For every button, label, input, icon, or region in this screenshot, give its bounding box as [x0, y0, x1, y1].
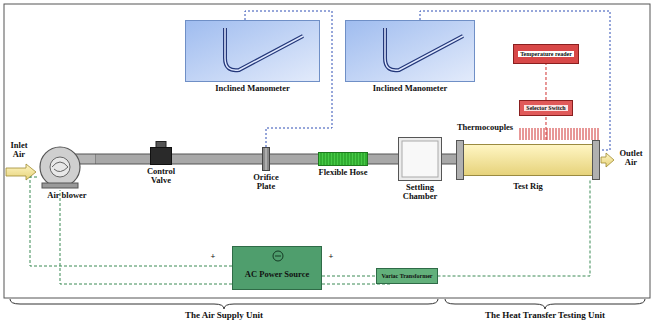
power-wire	[30, 177, 232, 266]
temperature-reader: Temperature reader	[513, 44, 579, 64]
power-source-shape: AC Power Source	[232, 246, 322, 290]
transformer-shape: Variac Transformer	[376, 268, 437, 284]
part-label: Inclined Manometer	[345, 84, 475, 93]
box-label: Variac Transformer	[381, 273, 432, 280]
outlet-arrow	[601, 153, 614, 167]
part-label: Orifice Plate	[248, 173, 284, 192]
part-label: Test Rig	[456, 182, 600, 191]
air-pipe	[442, 155, 456, 164]
control-valve-shape	[150, 141, 172, 165]
orifice-plate: Orifice Plate	[248, 147, 284, 192]
inclined-manometer: Inclined Manometer	[185, 20, 320, 93]
flexible-hose: Flexible Hose	[312, 152, 374, 177]
box-label: AC Power Source	[245, 270, 309, 279]
settling-chamber: Settling Chamber	[397, 137, 443, 202]
part-label: Air blower	[37, 191, 97, 200]
signal-wire	[545, 116, 546, 140]
part-label: Flexible Hose	[312, 168, 374, 177]
pipe-outline	[270, 154, 318, 165]
inlet-arrow	[6, 164, 36, 180]
part-label: Settling Chamber	[397, 183, 443, 202]
section-brace	[445, 299, 645, 309]
polarity-sign: +	[208, 252, 218, 261]
flow-label: Inlet Air	[4, 141, 34, 160]
part-label: Inclined Manometer	[185, 84, 320, 93]
air-pipe	[368, 155, 398, 164]
selector-switch-shape: Selector Switch	[519, 100, 572, 116]
settling-chamber-shape	[398, 137, 442, 181]
thermocouple-wires	[520, 128, 598, 140]
pipe-outline	[96, 154, 150, 165]
section-brace	[10, 299, 438, 309]
power-wire	[438, 180, 590, 276]
box-label: Temperature reader	[518, 51, 574, 58]
part-label: Thermocouples	[452, 123, 518, 132]
section-label: The Heat Transfer Testing Unit	[445, 311, 645, 321]
air-pipe	[96, 155, 150, 164]
test-rig: Test Rig	[456, 140, 600, 191]
polarity-sign: +	[326, 252, 336, 261]
selector-switch: Selector Switch	[519, 100, 572, 116]
flexible-hose-shape	[318, 152, 368, 166]
power-wire	[322, 276, 376, 277]
transformer: Variac Transformer	[376, 268, 437, 284]
temperature-reader-shape: Temperature reader	[513, 44, 579, 64]
pipe-outline	[442, 154, 456, 165]
part-label: Control Valve	[142, 167, 180, 186]
power-source: AC Power Source	[232, 246, 322, 290]
flow-label: Outlet Air	[616, 149, 646, 168]
section-label: The Air Supply Unit	[124, 311, 324, 321]
inclined-manometer-shape	[345, 20, 475, 82]
signal-wire	[545, 64, 546, 100]
air-blower-shape	[38, 143, 96, 189]
air-blower: Air blower	[37, 143, 97, 200]
pipe-outline	[368, 154, 398, 165]
inclined-manometer: Inclined Manometer	[345, 20, 475, 93]
second-supply-wire	[60, 190, 392, 284]
pipe-outline	[172, 154, 262, 165]
control-valve: Control Valve	[142, 141, 180, 186]
air-pipe	[270, 155, 318, 164]
box-label: Selector Switch	[524, 105, 567, 112]
inclined-manometer-shape	[185, 20, 320, 82]
air-pipe	[172, 155, 262, 164]
orifice-plate-shape	[262, 147, 270, 171]
test-rig-shape	[456, 140, 600, 180]
figure-frame	[4, 4, 650, 298]
